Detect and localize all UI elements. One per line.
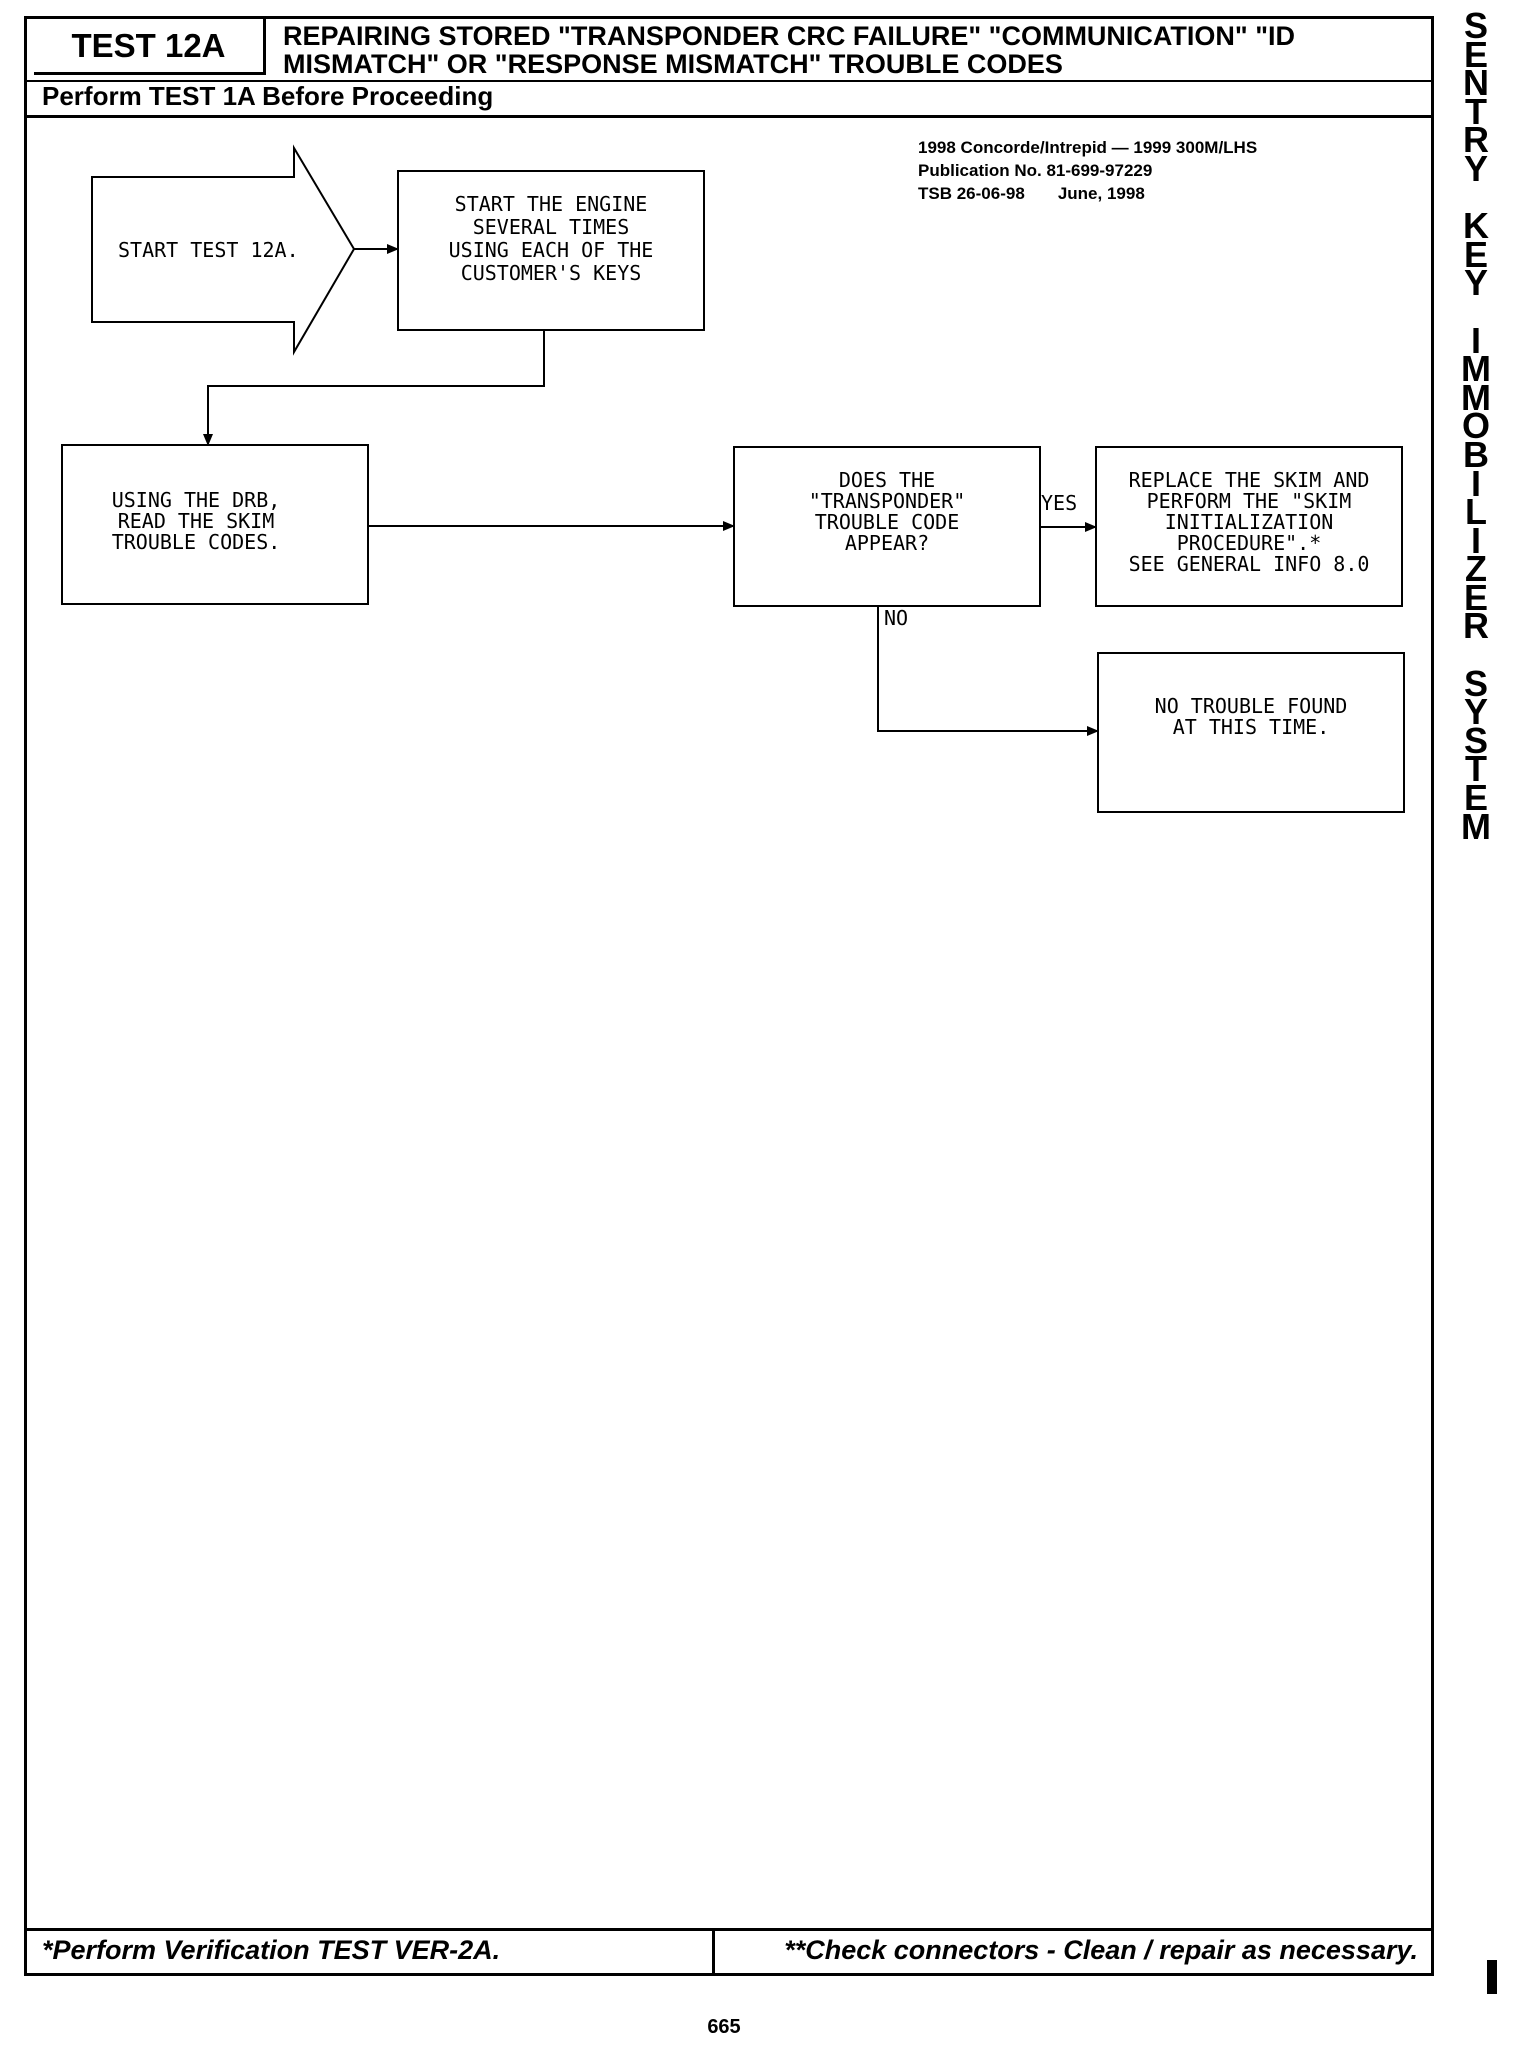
side-title-letter: Y	[1463, 262, 1488, 304]
side-title-letter: L	[1465, 491, 1487, 533]
box-text-line: PERFORM THE "SKIM	[1147, 489, 1352, 513]
test-title-line1: REPAIRING STORED "TRANSPONDER CRC FAILUR…	[283, 21, 1296, 51]
side-title-letter: R	[1463, 605, 1489, 647]
side-title-letter: S	[1463, 5, 1488, 46]
footer-divider	[712, 1928, 715, 1976]
step2-box	[61, 444, 369, 605]
box-text-line: SEE GENERAL INFO 8.0	[1129, 552, 1370, 576]
box-text-line: USING THE DRB,	[112, 488, 281, 512]
box-text-line: NO TROUBLE FOUND	[1155, 694, 1348, 718]
side-title-letter: K	[1463, 205, 1489, 247]
no-label: NO	[884, 606, 908, 630]
page-number: 665	[707, 2016, 741, 2038]
side-title-letter: E	[1463, 777, 1488, 819]
footer-left-note: *Perform Verification TEST VER-2A.	[42, 1935, 501, 1965]
side-title-letter: I	[1470, 319, 1481, 361]
side-title-letter: R	[1463, 119, 1489, 161]
side-title-letter: I	[1470, 462, 1481, 504]
side-title-letter: N	[1463, 62, 1489, 104]
start-label: START TEST 12A.	[118, 238, 299, 262]
box-text-line: TROUBLE CODE	[815, 510, 960, 534]
side-title-letter: Y	[1463, 147, 1488, 189]
side-title-letter: E	[1463, 233, 1488, 275]
side-title-letter: S	[1463, 719, 1488, 761]
box-text-line: SEVERAL TIMES	[473, 215, 630, 239]
side-marker	[1487, 1960, 1497, 1994]
test-title: REPAIRING STORED "TRANSPONDER CRC FAILUR…	[283, 22, 1413, 78]
box-text-line: "TRANSPONDER"	[809, 489, 966, 513]
side-title-letter: E	[1463, 33, 1488, 75]
no-result-box	[1097, 652, 1405, 813]
yes-label: YES	[1041, 491, 1077, 515]
box-text-line: REPLACE THE SKIM AND	[1129, 468, 1370, 492]
side-title-letter: Y	[1463, 691, 1488, 733]
side-title-letter: I	[1470, 519, 1481, 561]
box-text-line: APPEAR?	[845, 531, 929, 555]
page-frame	[24, 16, 1434, 1976]
side-title-letter: T	[1465, 90, 1487, 132]
no-arrow	[877, 606, 1099, 736]
side-title-letter: M	[1461, 376, 1491, 418]
box-text-line: PROCEDURE".*	[1177, 531, 1322, 555]
box-text-line: USING EACH OF THE	[449, 238, 654, 262]
box-text-line: CUSTOMER'S KEYS	[461, 261, 642, 285]
footer-right-note: **Check connectors - Clean / repair as n…	[784, 1935, 1418, 1965]
yes-result-box	[1095, 446, 1403, 607]
publication-line2: Publication No. 81-699-97229	[918, 161, 1153, 180]
side-title-letter: B	[1463, 433, 1489, 475]
box-text-line: AT THIS TIME.	[1173, 715, 1330, 739]
box-text-line: READ THE SKIM	[118, 509, 275, 533]
publication-line3: TSB 26-06-98 June, 1998	[918, 184, 1145, 203]
start-arrow-shape	[91, 144, 356, 356]
box-text-line: TROUBLE CODES.	[112, 530, 281, 554]
box-text-line: INITIALIZATION	[1165, 510, 1334, 534]
side-title-letter: S	[1463, 662, 1488, 704]
footer-bar	[24, 1928, 1434, 1976]
publication-info: 1998 Concorde/Intrepid — 1999 300M/LHS P…	[918, 136, 1257, 205]
test-title-line2: MISMATCH" OR "RESPONSE MISMATCH" TROUBLE…	[283, 49, 1063, 79]
subheader-bar	[24, 80, 1434, 118]
side-title-letter: M	[1461, 348, 1491, 390]
box-text-line: START THE ENGINE	[455, 192, 648, 216]
side-title-letter: Z	[1465, 548, 1487, 590]
box-text-line: DOES THE	[839, 468, 935, 492]
step1-to-step2-connector	[203, 330, 545, 446]
side-title-letter: O	[1461, 405, 1490, 447]
publication-line1: 1998 Concorde/Intrepid — 1999 300M/LHS	[918, 138, 1258, 157]
subheader-text: Perform TEST 1A Before Proceeding	[42, 81, 494, 111]
side-title-letter: M	[1461, 805, 1491, 847]
side-title-letter: E	[1463, 576, 1488, 618]
side-title-letter: T	[1465, 748, 1487, 790]
test-id: TEST 12A	[34, 19, 266, 75]
